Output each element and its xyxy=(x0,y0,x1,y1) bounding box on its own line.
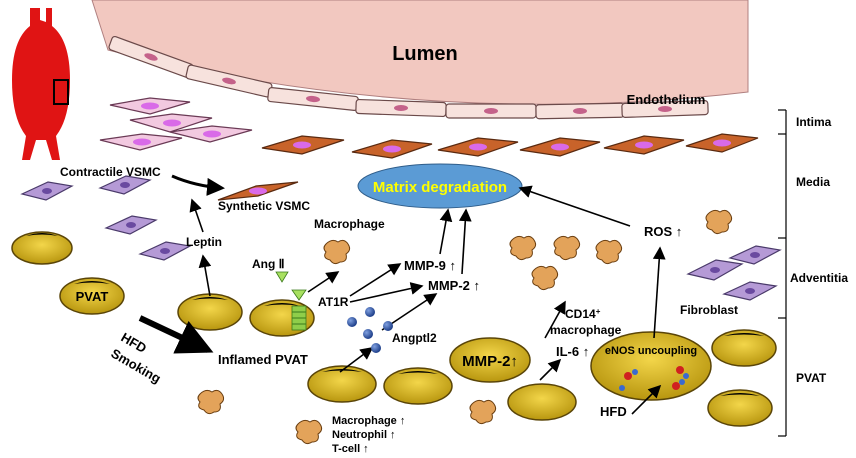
endothelium-label: Endothelium xyxy=(627,92,706,107)
inflamed-pvat-label: Inflamed PVAT xyxy=(218,352,308,367)
hfd-smoking-arrow xyxy=(138,315,214,354)
lumen-label: Lumen xyxy=(392,43,458,65)
synthetic-vsmc-nuclei xyxy=(249,139,731,195)
pvat-left-label: PVAT xyxy=(76,289,109,304)
macrophage-cells xyxy=(197,209,733,445)
enos-molecules xyxy=(619,366,689,391)
ang-ii-triangle-bound xyxy=(291,289,307,301)
angptl2-label: Angptl2 xyxy=(392,331,437,345)
mmp2-label: MMP-2 ↑ xyxy=(428,278,480,293)
mmp9-label: MMP-9 ↑ xyxy=(404,258,456,273)
layer-bracket xyxy=(778,109,787,437)
cd14-macrophage-label: macrophage xyxy=(550,323,622,337)
fibroblast-nuclei-right xyxy=(710,252,760,294)
layer-intima: Intima xyxy=(796,115,832,129)
layer-pvat: PVAT xyxy=(796,371,827,385)
leptin-label: Leptin xyxy=(186,235,222,249)
layer-media: Media xyxy=(796,175,830,189)
angptl2-spheres xyxy=(347,307,393,353)
cells-neutrophil-label: Neutrophil ↑ xyxy=(332,429,396,441)
endothelium-nuclei xyxy=(144,53,672,114)
vsmc-nuclei xyxy=(133,102,221,146)
fibroblast-cells-right xyxy=(686,245,782,301)
angptl2-source-arrow xyxy=(339,347,374,373)
adipocyte-rims xyxy=(26,233,764,396)
il6-label: IL-6 ↑ xyxy=(556,344,589,359)
synthetic-vsmc-label: Synthetic VSMC xyxy=(218,199,310,213)
hfd-label: HFD xyxy=(600,404,627,419)
contractile-vsmc-label: Contractile VSMC xyxy=(60,165,161,179)
at1r-label: AT1R xyxy=(318,295,349,309)
ang-ii-triangle xyxy=(275,271,289,283)
fibroblast-nuclei-left xyxy=(42,182,170,254)
vsmc-switch-arrow xyxy=(171,174,225,196)
mmp2-adipocyte-label: MMP-2↑ xyxy=(462,353,518,370)
matrix-degradation-label: Matrix degradation xyxy=(373,179,507,196)
fibroblast-label: Fibroblast xyxy=(680,303,738,317)
ang-ii-label: Ang Ⅱ xyxy=(252,257,285,271)
pathway-arrows xyxy=(189,185,666,415)
macrophage-label: Macrophage xyxy=(314,217,385,231)
enos-label: eNOS uncoupling xyxy=(605,345,697,357)
cells-macrophage-label: Macrophage ↑ xyxy=(332,415,405,427)
cd14-label: CD14+ xyxy=(565,307,601,322)
aorta-icon xyxy=(12,8,70,160)
cells-tcell-label: T-cell ↑ xyxy=(332,443,369,455)
at1r-receptor xyxy=(291,305,307,331)
ros-label: ROS ↑ xyxy=(644,224,682,239)
layer-adventitia: Adventitia xyxy=(790,271,848,285)
